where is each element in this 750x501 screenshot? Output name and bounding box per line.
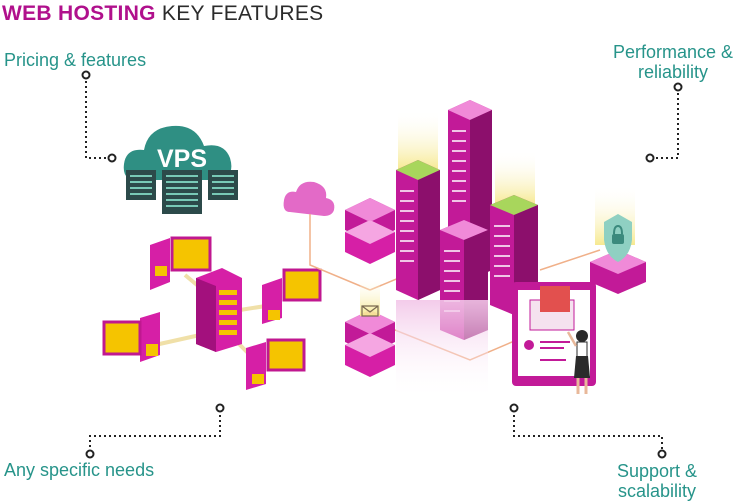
central-server-icon (196, 268, 242, 352)
connector-bottom-left (89, 410, 221, 452)
title-strong: WEB HOSTING (2, 2, 156, 25)
computer-icon (262, 268, 322, 324)
page-title: WEB HOSTING KEY FEATURES (2, 2, 323, 26)
label-support-scalability: Support & scalability (616, 461, 698, 501)
connector-bottom-right (513, 410, 663, 452)
vps-server-rack-icon (126, 170, 238, 214)
connector-dot (673, 82, 683, 92)
connector-dot (107, 153, 117, 163)
city-towers (396, 100, 635, 400)
label-pricing-features: Pricing & features (4, 50, 147, 70)
vps-label: VPS (157, 145, 207, 173)
connector-dot (645, 153, 655, 163)
stack-pad-top (345, 198, 395, 264)
connector-top-right (652, 88, 679, 159)
cloud-icon (283, 181, 335, 216)
connector-dot (81, 70, 91, 80)
computer-icon (246, 338, 306, 390)
label-performance-reliability: Performance & reliability (612, 42, 734, 82)
title-rest: KEY FEATURES (155, 2, 324, 25)
label-specific-needs: Any specific needs (4, 460, 155, 480)
connector-top-left (85, 76, 110, 159)
vps-cloud-icon: VPS (123, 125, 232, 180)
connector-dot (509, 403, 519, 413)
connector-dot (657, 449, 667, 459)
person-icon (566, 330, 590, 394)
connector-dot (85, 449, 95, 459)
connector-dot (215, 403, 225, 413)
computer-icon (150, 236, 212, 290)
computer-icon (102, 312, 160, 362)
stack-pad-bottom (345, 276, 395, 377)
security-shield-icon (590, 214, 646, 294)
